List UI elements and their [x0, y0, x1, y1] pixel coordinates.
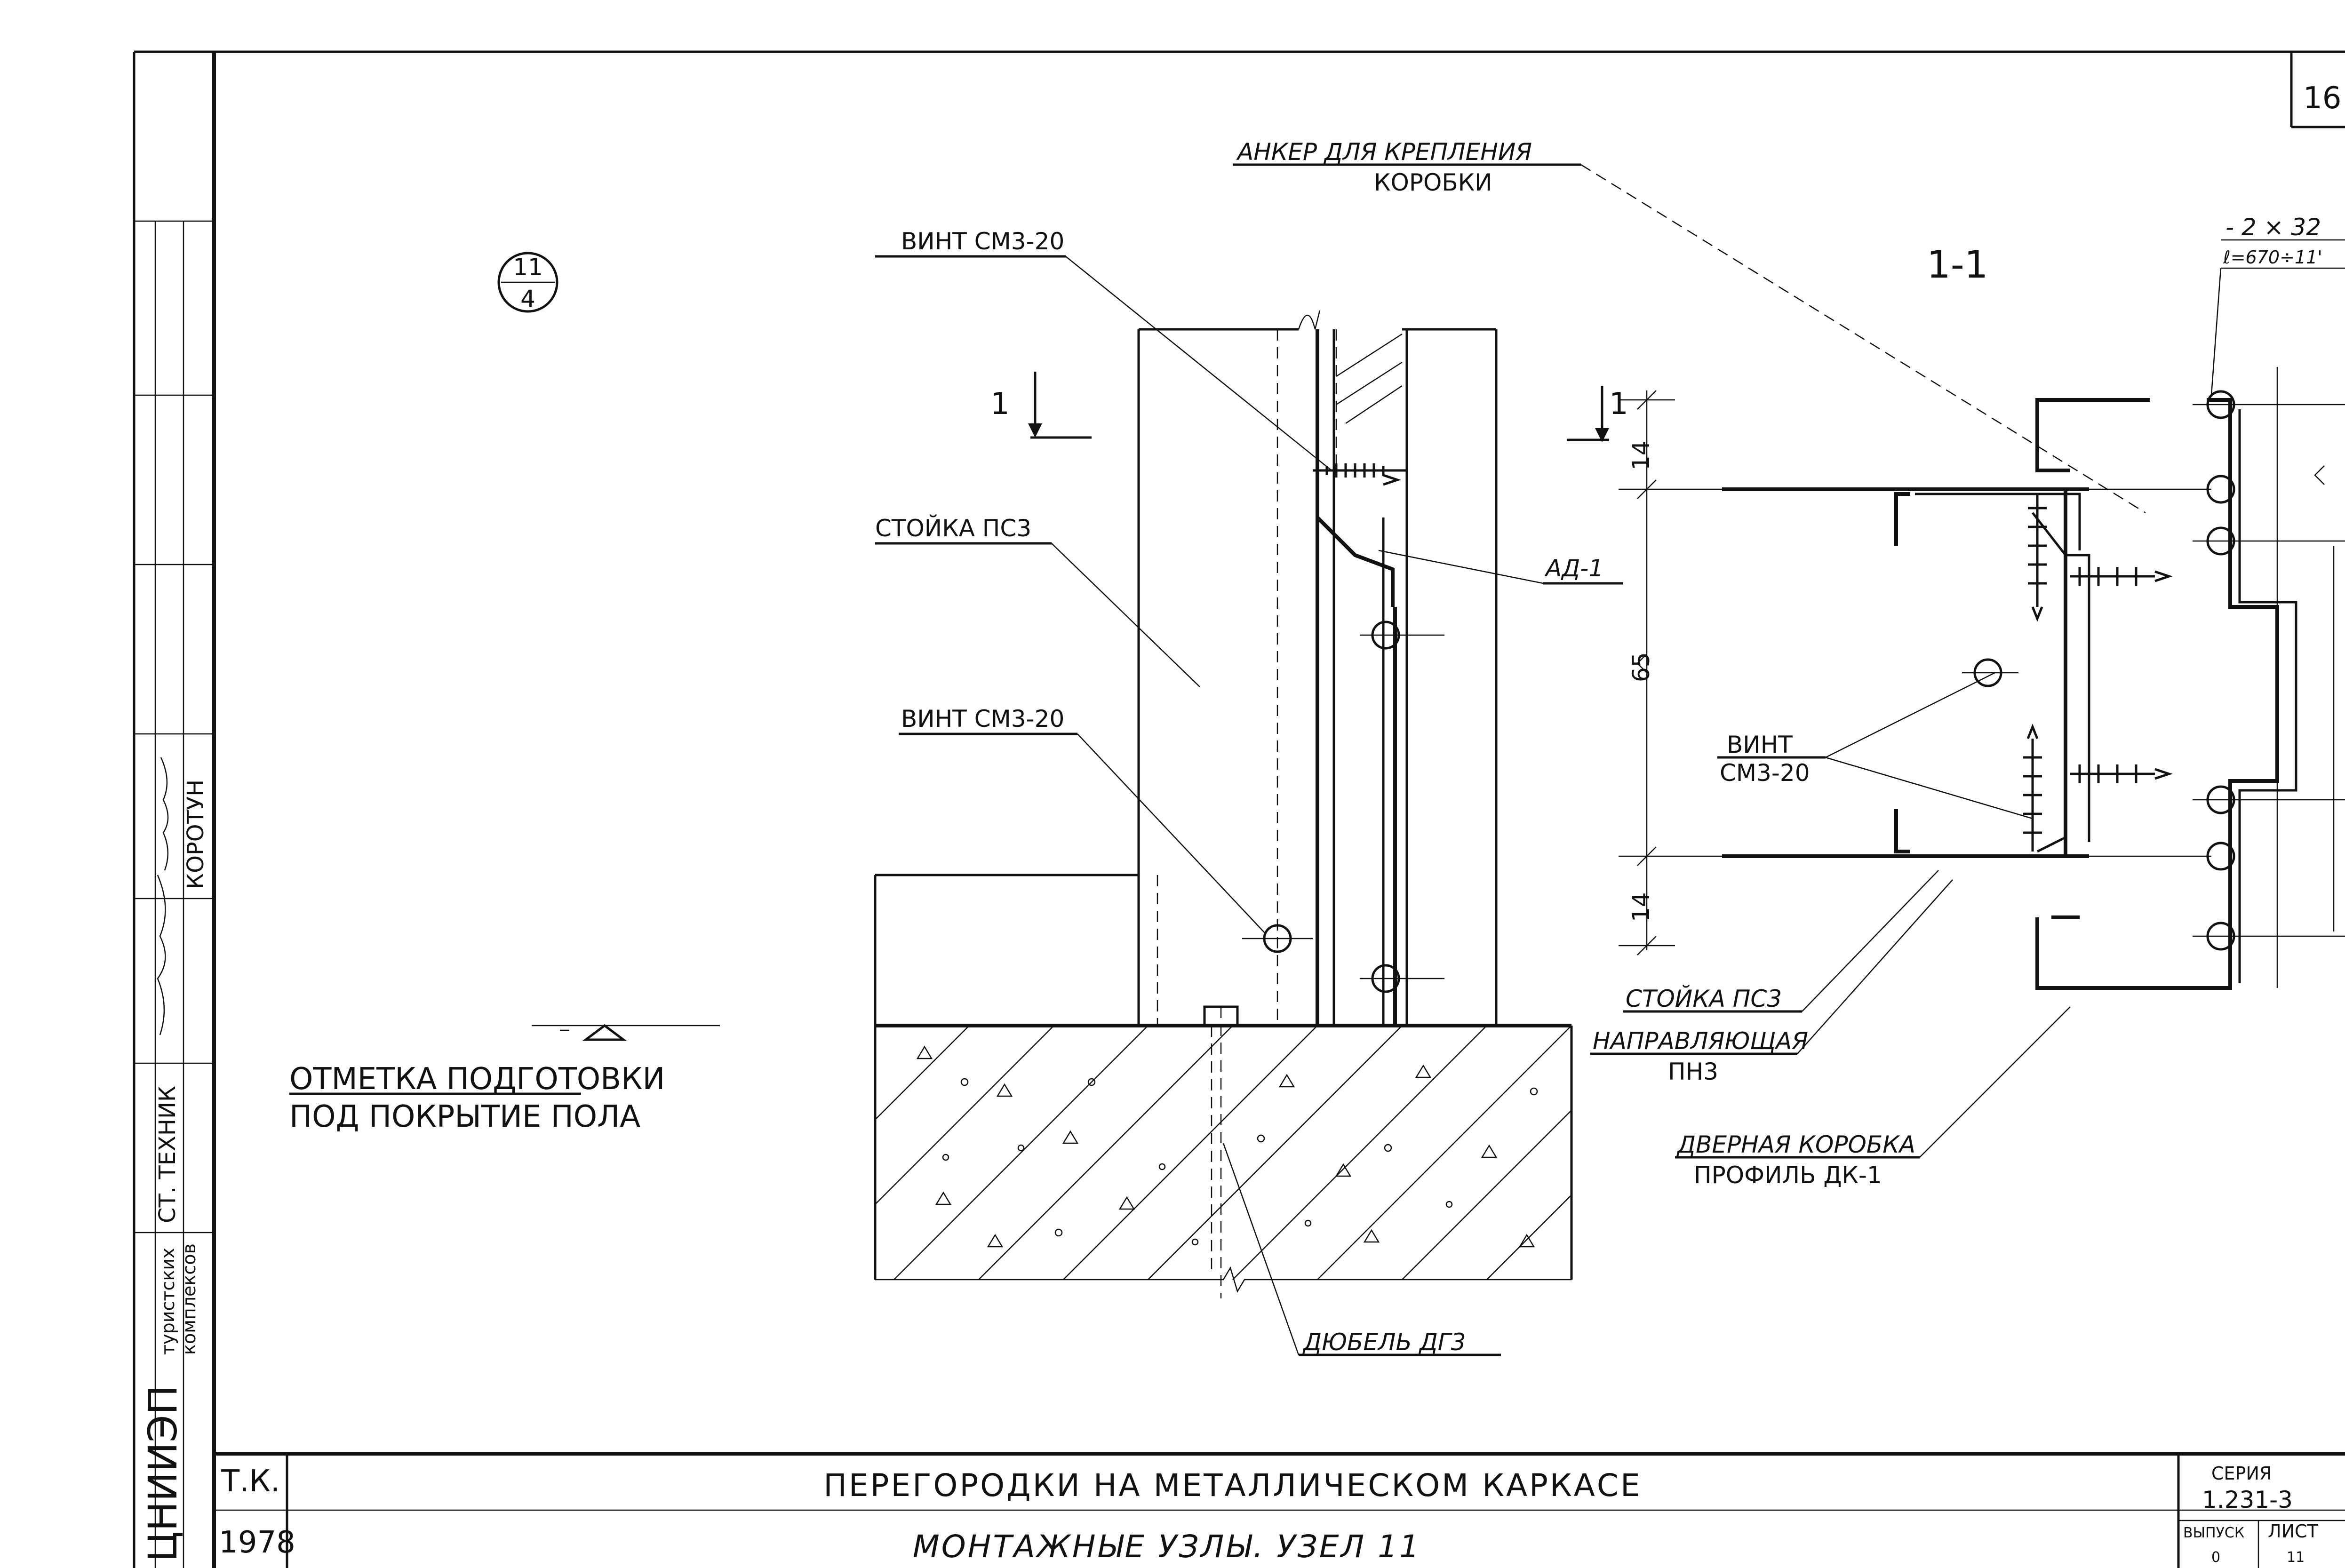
elevation-leaders — [875, 163, 2146, 1356]
title-main: ПЕРЕГОРОДКИ НА МЕТАЛЛИЧЕСКОМ КАРКАСЕ — [823, 1467, 1642, 1504]
sheet-value: 11 — [2287, 1549, 2305, 1566]
stud-left-label: СТОЙКА ПС3 — [875, 514, 1031, 542]
role-senior-technician: СТ. ТЕХНИК — [154, 1086, 181, 1223]
section-cut-mark-right — [1567, 386, 1609, 442]
stud-section — [1722, 487, 2173, 858]
dowel-label: ДЮБЕЛЬ ДГ3 — [1302, 1329, 1466, 1356]
dimension-chain — [1619, 390, 2211, 955]
cut-mark-left-label: 1 — [990, 387, 1010, 422]
guide-label-1: НАПРАВЛЯЮЩАЯ — [1593, 1027, 1808, 1055]
node-reference-circle — [497, 252, 558, 313]
strip-annotation — [2210, 239, 2345, 396]
section-title: 1-1 — [1927, 243, 1988, 287]
year: 1978 — [219, 1525, 295, 1560]
org-sub-2: комплексов — [179, 1243, 199, 1355]
stud-right-label: СТОЙКА ПС3 — [1626, 985, 1782, 1012]
issue-label: ВЫПУСК — [2183, 1525, 2244, 1541]
dim-middle: 65 — [1627, 652, 1655, 682]
code-tk: Т.К. — [221, 1464, 280, 1499]
signature-scribble — [157, 757, 169, 1035]
org-sub-1: туристских — [158, 1248, 178, 1355]
screw-section-label-2: СМ3-20 — [1720, 759, 1810, 787]
title-block — [214, 1452, 2345, 1568]
org-name: ЦНИИЭП — [140, 1385, 186, 1562]
series-label: СЕРИЯ — [2211, 1463, 2272, 1484]
sheet-number: 16 — [2303, 81, 2341, 116]
screw-section-label-1: ВИНТ — [1727, 731, 1793, 758]
guide-label-2: ПН3 — [1668, 1058, 1718, 1085]
cut-mark-right-label: 1 — [1609, 387, 1628, 422]
door-frame-profile — [2035, 367, 2345, 990]
elevation-detail — [874, 310, 1573, 1298]
node-circle-bottom: 4 — [520, 285, 535, 312]
screw-top-label: ВИНТ СМ3-20 — [901, 228, 1064, 255]
anchor-label-2: КОРОБКИ — [1374, 169, 1492, 196]
dim-top: 14 — [1627, 440, 1655, 470]
door-frame-label-1: ДВЕРНАЯ КОРОБКА — [1676, 1131, 1915, 1158]
title-sub: МОНТАЖНЫЕ УЗЛЫ. УЗЕЛ 11 — [913, 1528, 1421, 1565]
strip-label-1: - 2 × 32 — [2225, 214, 2321, 241]
floor-mark-line2: ПОД ПОКРЫТИЕ ПОЛА — [289, 1099, 640, 1134]
dim-bottom: 14 — [1627, 892, 1655, 922]
floor-level-mark — [289, 1024, 720, 1095]
section-leaders — [1590, 672, 2071, 1159]
door-frame-label-2: ПРОФИЛЬ ДК-1 — [1694, 1162, 1882, 1189]
issue-value: 0 — [2211, 1549, 2220, 1566]
node-circle-top: 11 — [513, 254, 543, 281]
strip-label-2: ℓ=670÷11' — [2223, 247, 2322, 268]
sheet-label: ЛИСТ — [2268, 1521, 2319, 1542]
ad1-label: АД-1 — [1544, 555, 1603, 582]
series-value: 1.231-3 — [2202, 1486, 2293, 1513]
person-korotun: КОРОТУН — [183, 780, 209, 889]
left-title-strip: ЦНИИЭП туристских комплексов СТ. ТЕХНИК … — [140, 757, 209, 1562]
anchor-label-1: АНКЕР ДЛЯ КРЕПЛЕНИЯ — [1236, 138, 1532, 166]
sheet-frame — [133, 50, 2345, 1568]
floor-mark-line1: ОТМЕТКА ПОДГОТОВКИ — [289, 1062, 665, 1097]
section-cut-mark-left — [1028, 372, 1092, 439]
screw-mid-label: ВИНТ СМ3-20 — [901, 705, 1064, 732]
